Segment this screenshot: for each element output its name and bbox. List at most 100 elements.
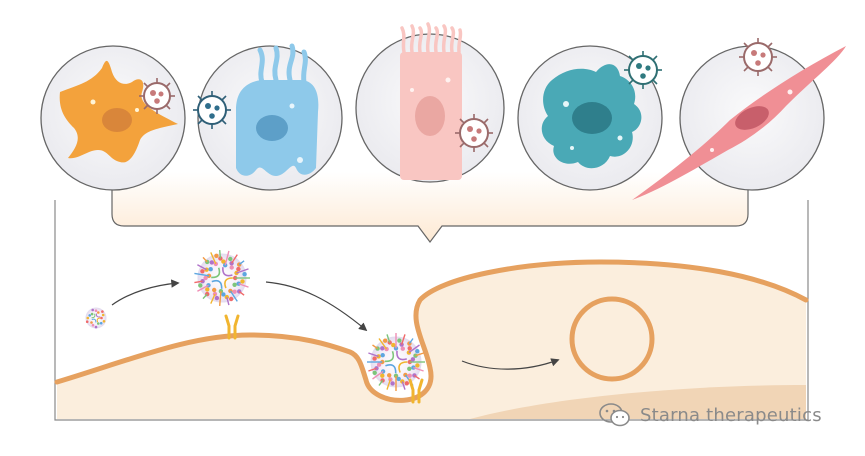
nanoparticle-ligand bbox=[198, 283, 203, 288]
nanoparticle-spike bbox=[415, 352, 424, 357]
nanoparticle-spike bbox=[194, 272, 210, 277]
nanoparticle-spike bbox=[386, 334, 391, 343]
nanoparticle-spike bbox=[378, 338, 388, 350]
nanoparticle-spike bbox=[368, 352, 379, 358]
nanoparticle-ligand bbox=[229, 296, 234, 302]
cell-type-3-circle bbox=[355, 22, 505, 183]
nanoparticle-ligand bbox=[102, 320, 106, 323]
nanoparticle-ligand bbox=[236, 266, 241, 272]
nanoparticle-spike bbox=[210, 293, 216, 304]
nanoparticle-spike bbox=[197, 264, 207, 271]
nanoparticle-ligand bbox=[212, 287, 217, 293]
nanoparticle-ligand bbox=[407, 366, 412, 371]
nanoparticle-ligand bbox=[203, 275, 208, 281]
nanoparticle-spike bbox=[236, 268, 249, 274]
nanoparticle-spike bbox=[238, 260, 245, 266]
arrow-3 bbox=[461, 358, 560, 370]
nanoparticle-ligand bbox=[407, 373, 412, 378]
cell-type-1-circle bbox=[40, 45, 186, 191]
nanoparticle-spike bbox=[372, 344, 379, 350]
process-arrows bbox=[111, 279, 560, 370]
nanoparticle-ligand bbox=[228, 256, 233, 262]
nanoparticle-ligand bbox=[242, 272, 247, 277]
nanoparticle-ligand bbox=[100, 316, 103, 320]
nanoparticle-cargo-strand bbox=[211, 279, 223, 289]
nanoparticle-ligand bbox=[240, 279, 245, 284]
wechat-icon bbox=[599, 403, 630, 427]
nanoparticle-ligand bbox=[229, 265, 234, 270]
nanoparticle-cargo-strand bbox=[224, 277, 233, 289]
arrow-2 bbox=[265, 281, 368, 332]
nanoparticle-ligand bbox=[101, 313, 105, 317]
nanoparticle-ligand bbox=[101, 310, 104, 313]
nanoparticle-spike bbox=[400, 334, 406, 345]
watermark-text: Starna therapeutics bbox=[640, 404, 822, 426]
nanoparticle-ligand bbox=[214, 253, 219, 258]
nanoparticle-cargo-strand bbox=[222, 267, 233, 277]
nanoparticle-ligand bbox=[372, 370, 377, 375]
virus-particle bbox=[455, 114, 493, 152]
endosome bbox=[569, 296, 655, 382]
nanoparticle-ligand bbox=[396, 376, 401, 382]
nanoparticle-ligand bbox=[221, 259, 226, 264]
nanoparticle-ligand bbox=[90, 312, 94, 316]
nanoparticle-spike bbox=[408, 344, 420, 354]
nanoparticle-cargo-strand bbox=[385, 364, 397, 374]
nanoparticle-ligand bbox=[97, 311, 100, 314]
nanoparticle-spike bbox=[413, 366, 424, 372]
nanoparticle-cargo-strand bbox=[211, 267, 221, 279]
nanoparticle-spike bbox=[202, 256, 208, 263]
nanoparticle-spike bbox=[368, 367, 377, 372]
nanoparticle-cargo-strand bbox=[396, 350, 408, 361]
nanoparticle-ligand bbox=[97, 322, 100, 325]
nanoparticle-ligand bbox=[209, 260, 214, 265]
receptor-2 bbox=[408, 378, 424, 404]
nanoparticle-cargo-strand bbox=[398, 361, 408, 373]
nanoparticle-ligand bbox=[94, 309, 98, 313]
virus-particle bbox=[739, 38, 777, 76]
receptor-1 bbox=[224, 314, 240, 340]
nanoparticle-cargo-strand bbox=[91, 318, 97, 323]
nanoparticle-ligand bbox=[391, 342, 396, 348]
virus-particle bbox=[139, 78, 175, 114]
nanoparticle-ligand bbox=[390, 381, 395, 386]
nanoparticle-spike bbox=[413, 374, 420, 380]
nanoparticle-ligand bbox=[407, 346, 412, 351]
nanoparticle-spike bbox=[231, 254, 238, 264]
nanoparticle-ligand bbox=[214, 295, 220, 301]
nanoparticle-ligand bbox=[91, 323, 95, 327]
nanoparticle-ligand bbox=[85, 320, 89, 324]
nanoparticle-spike bbox=[238, 290, 245, 296]
nanoparticle-spike bbox=[219, 291, 222, 306]
nanoparticle-ligand bbox=[224, 294, 229, 300]
nanoparticle-cargo-strand bbox=[384, 351, 395, 363]
nanoparticle-ligand bbox=[376, 362, 382, 367]
nanoparticle-small bbox=[85, 307, 107, 329]
watermark: Starna therapeutics bbox=[598, 398, 858, 432]
nanoparticle-internalizing bbox=[367, 333, 425, 391]
nanoparticle-ligand bbox=[397, 338, 402, 343]
nanoparticle-large bbox=[194, 250, 250, 306]
nanoparticle-spike bbox=[226, 296, 230, 306]
nanoparticle-spike bbox=[372, 370, 384, 380]
nanoparticle-spike bbox=[386, 379, 392, 390]
nanoparticle-ligand bbox=[415, 363, 420, 368]
nanoparticle-ligand bbox=[380, 373, 385, 378]
nanoparticle-cargo-strand bbox=[96, 317, 101, 323]
nanoparticle-cargo-strand bbox=[91, 313, 96, 319]
virus-particle bbox=[624, 51, 662, 89]
nanoparticle-spike bbox=[229, 290, 238, 302]
nanoparticle-ligand bbox=[94, 325, 98, 329]
nanoparticle-spike bbox=[210, 252, 217, 265]
nanoparticle-ligand bbox=[387, 373, 392, 378]
nanoparticle-ligand bbox=[221, 292, 226, 297]
nanoparticle-spike bbox=[408, 338, 414, 345]
nanoparticle-spike bbox=[378, 379, 384, 386]
nanoparticle-ligand bbox=[232, 289, 237, 294]
nanoparticle-ligand bbox=[400, 346, 405, 351]
nanoparticle-ligand bbox=[90, 321, 93, 324]
nanoparticle-spike bbox=[238, 283, 249, 288]
cell-type-4-circle bbox=[517, 45, 663, 191]
